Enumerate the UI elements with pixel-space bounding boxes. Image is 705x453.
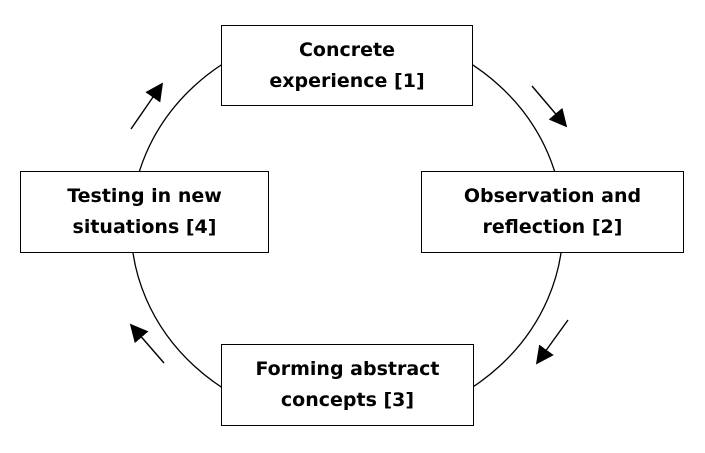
stage-box-observation-reflection: Observation and reflection [2] [421,171,684,253]
arrow-3-to-4 [129,323,165,364]
stage-1-label-line2: experience [1] [269,69,425,92]
stage-2-label-line2: reflection [2] [482,216,623,238]
stage-4-label-line1: Testing in new [67,185,222,207]
stage-box-forming-abstract-concepts: Forming abstract concepts [3] [221,344,474,426]
stage-3-label-line2: concepts [3] [280,389,415,411]
stage-4-label-line2: situations [4] [72,216,217,238]
arrow-2-to-3 [535,319,569,365]
stage-2-label-line1: Observation and [463,185,642,207]
stage-box-testing-new-situations: Testing in new situations [4] [20,171,269,253]
stage-1-label-line1: Concrete [298,38,395,61]
arrow-1-to-2 [531,85,568,128]
arrow-4-to-1 [130,82,164,130]
stage-3-label-line1: Forming abstract [255,358,440,380]
stage-box-concrete-experience: Concrete experience [1] [221,25,473,106]
